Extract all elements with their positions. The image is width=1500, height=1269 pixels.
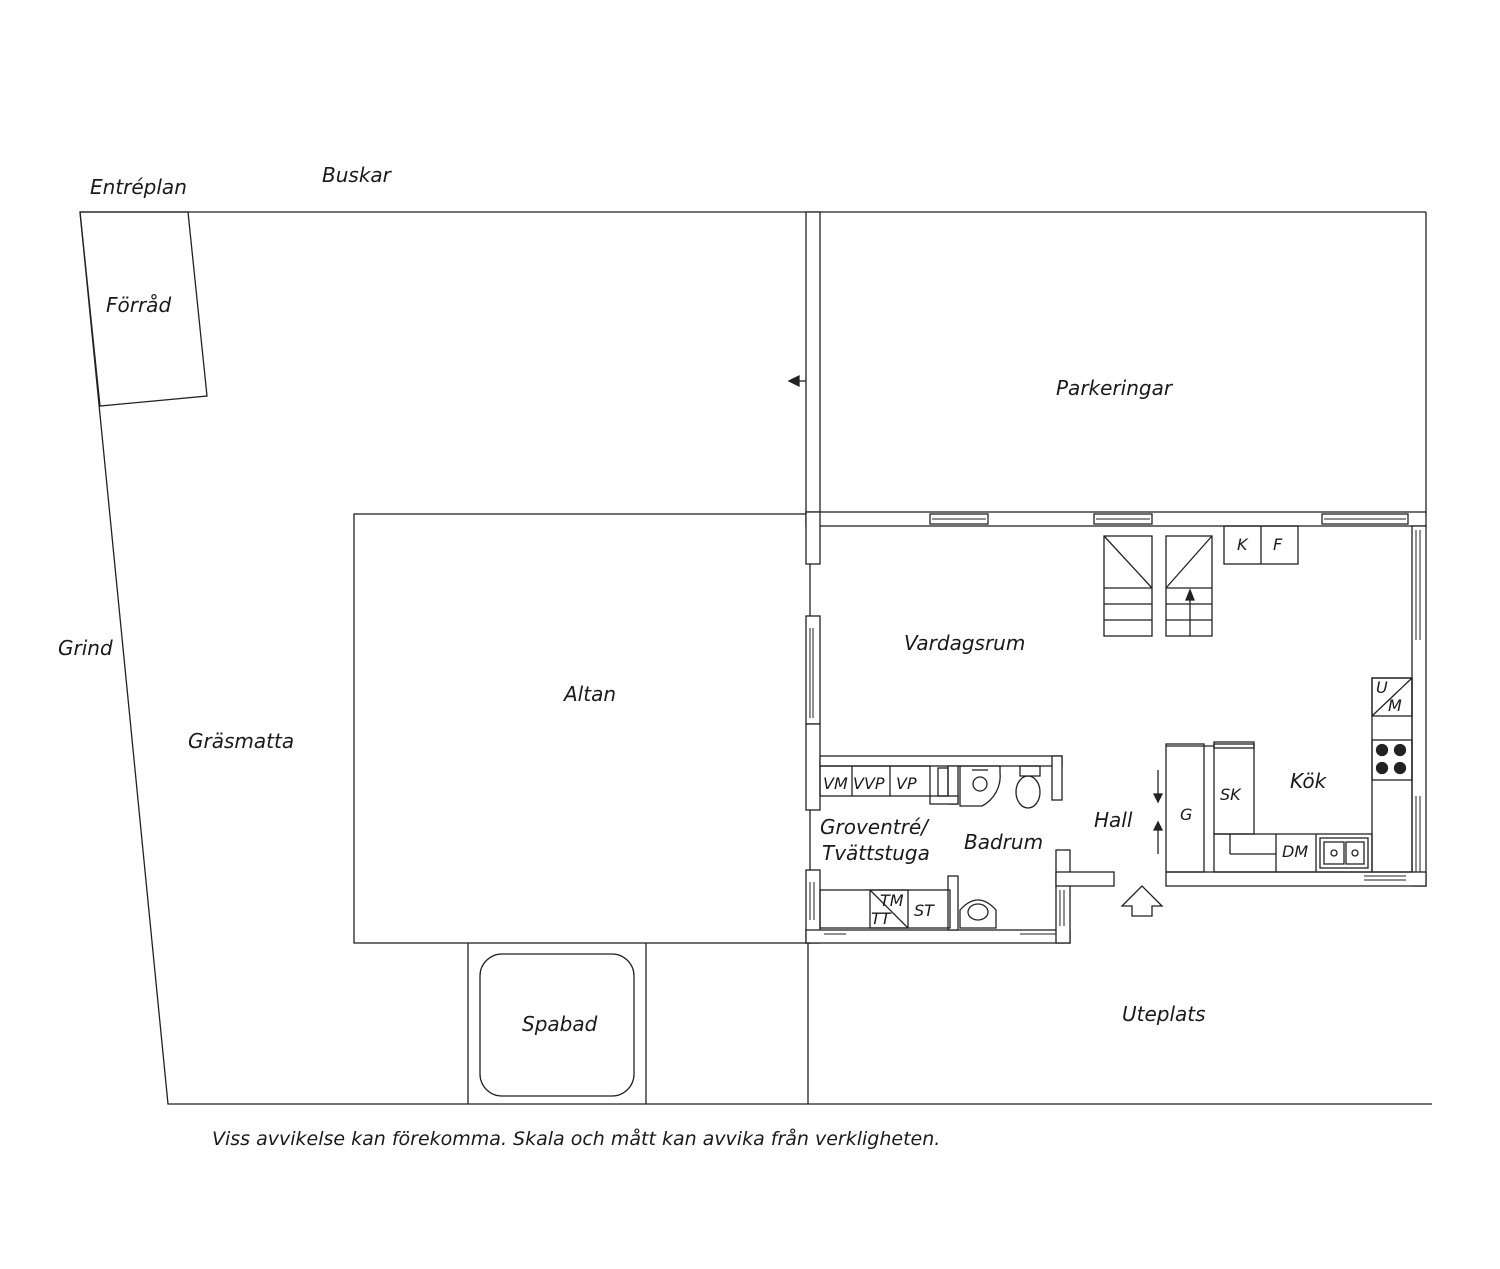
utility-appliances [819,765,951,929]
wardrobe-label: G [1180,805,1192,824]
lawn-label: Gräsmatta [188,729,294,753]
house-walls [805,511,1427,944]
spa-label: Spabad [522,1012,598,1036]
utility-label-line1: Groventré/ [820,815,930,839]
gate-label: Grind [58,636,113,660]
fridge-freezer-unit [1223,525,1299,565]
entrance-arrow [1120,885,1164,917]
utility-label-line2: Tvättstuga [822,841,930,865]
parking-divider [787,211,821,515]
water-heater-label: VP [896,774,917,793]
plot-boundary [79,211,1432,1105]
bathroom-fixtures [959,765,1041,929]
tumble-dryer-label: TM [880,891,904,910]
cabinet-label: SK [1220,785,1242,804]
fridge-label: K [1237,535,1249,554]
oven-label-u: U [1376,678,1388,697]
storage-cabinet-label: ST [914,901,935,920]
hall-label: Hall [1094,808,1133,832]
patio-label: Uteplats [1122,1002,1206,1026]
washer-label: VM [823,774,848,793]
plan-title: Entréplan [90,175,187,199]
bushes-label: Buskar [322,163,393,187]
dryer-label: TT [871,909,892,928]
kitchen-label: Kök [1290,769,1328,793]
storage-label: Förråd [106,293,171,317]
storage-shed [79,211,208,407]
disclaimer: Viss avvikelse kan förekomma. Skala och … [212,1127,940,1150]
heat-pump-label: VVP [853,774,885,793]
living-room-label: Vardagsrum [904,631,1025,655]
oven-label-m: M [1388,696,1402,715]
kitchen-counters [1213,677,1413,873]
dishwasher-label: DM [1282,842,1308,861]
staircase [1103,535,1213,637]
hall-wardrobe [1152,743,1214,873]
deck [353,513,811,944]
bathroom-label: Badrum [964,830,1043,854]
parking-label: Parkeringar [1056,376,1174,400]
freezer-label: F [1273,535,1283,554]
deck-label: Altan [562,682,616,706]
spa-area [467,943,809,1104]
